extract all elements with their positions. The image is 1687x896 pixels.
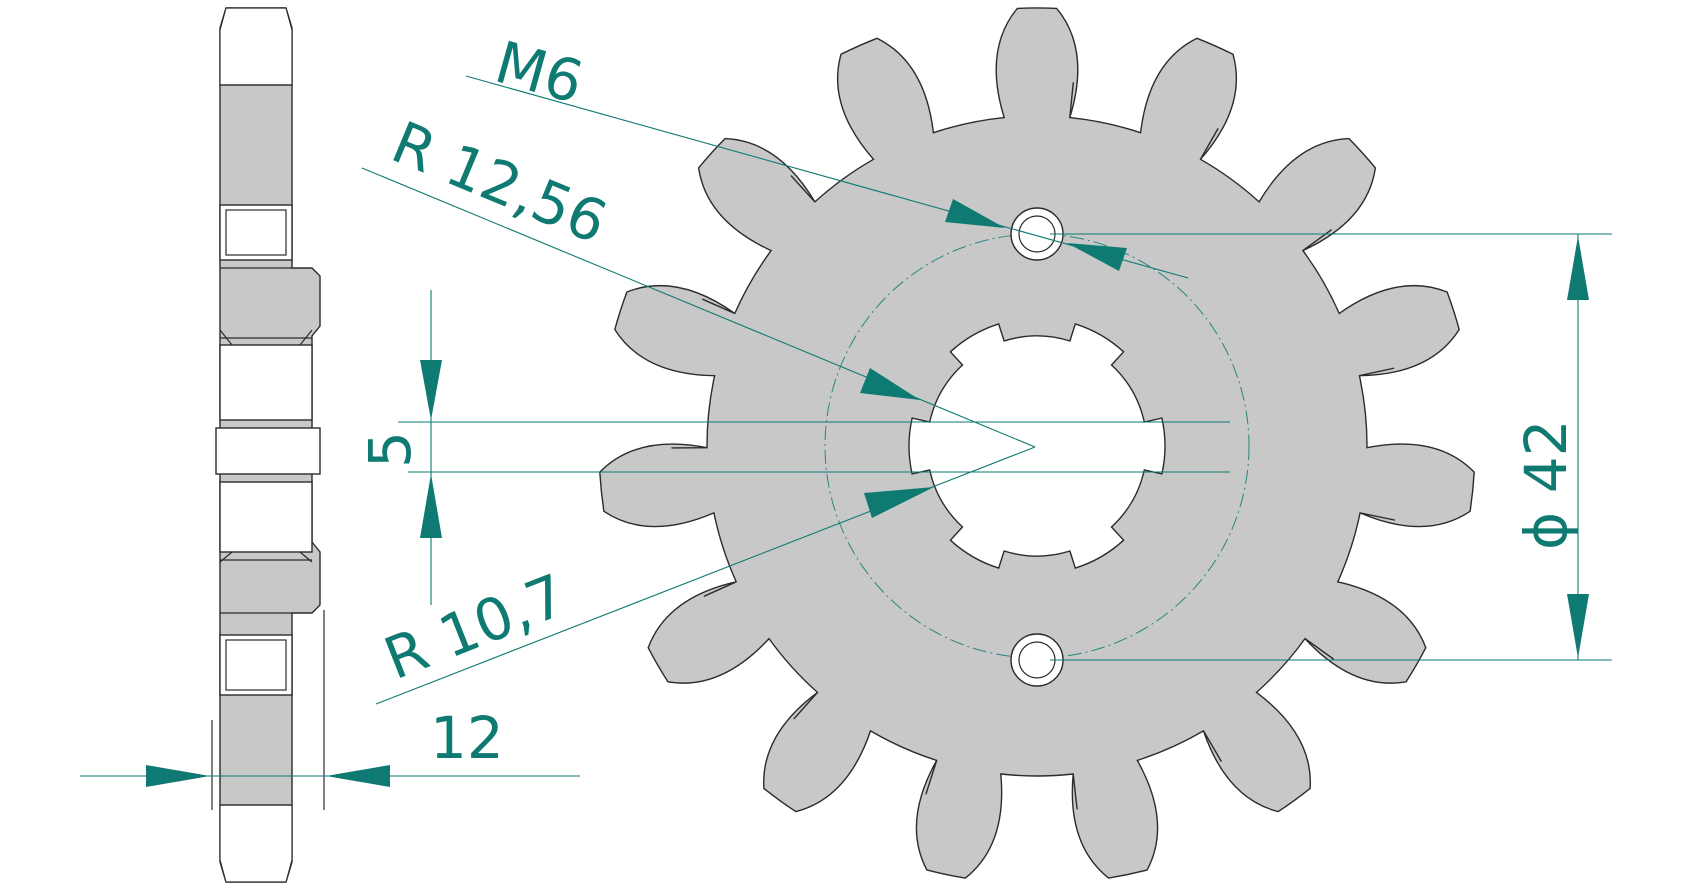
r107-arrow bbox=[864, 487, 934, 518]
key-width-label: 5 bbox=[356, 431, 424, 468]
key-arrow-top bbox=[420, 360, 442, 420]
spline-bore bbox=[908, 323, 1166, 569]
front-view bbox=[599, 7, 1475, 879]
side-view-window-bottom bbox=[219, 634, 293, 696]
r1256-arrow bbox=[860, 368, 920, 400]
thick-arrow-right bbox=[326, 765, 390, 787]
side-view-window-top bbox=[219, 204, 293, 261]
thick-arrow-left bbox=[146, 765, 210, 787]
key-arrow-bottom bbox=[420, 474, 442, 538]
side-view bbox=[211, 7, 325, 883]
m6-arrow-1 bbox=[945, 199, 1005, 228]
side-view-tip-bottom bbox=[219, 804, 293, 883]
dia-arrow-top bbox=[1567, 236, 1589, 300]
outer-radius-label: R 12,56 bbox=[383, 108, 617, 257]
dimensions bbox=[80, 75, 1612, 787]
bolt-circle-line bbox=[824, 233, 1250, 659]
thickness-label: 12 bbox=[430, 704, 504, 772]
side-view-window-keyway bbox=[215, 427, 321, 475]
side-view-window-lower-hub bbox=[219, 481, 313, 553]
thread-label: M6 bbox=[488, 28, 590, 117]
side-view-window-upper-hub bbox=[219, 344, 313, 421]
side-view-tip-top bbox=[219, 7, 293, 86]
inner-radius-label: R 10,7 bbox=[375, 561, 575, 693]
bolt-circle-label: ϕ 42 bbox=[1512, 420, 1580, 551]
dia-arrow-bottom bbox=[1567, 594, 1589, 658]
m6-arrow-2 bbox=[1067, 243, 1127, 271]
